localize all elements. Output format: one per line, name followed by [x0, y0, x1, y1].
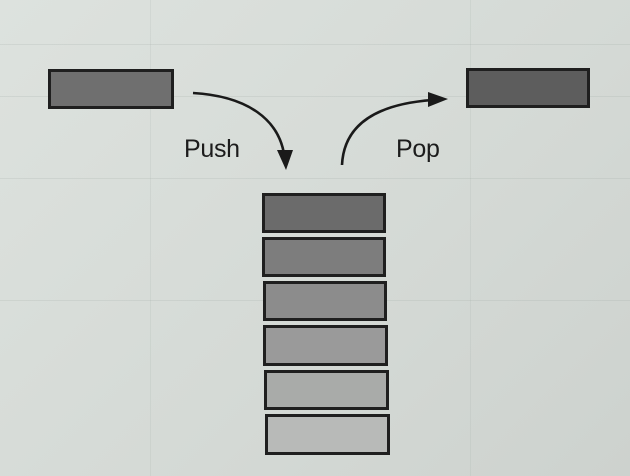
- push-label: Push: [184, 135, 240, 163]
- stack-item: [262, 237, 386, 277]
- stack-item: [265, 414, 390, 455]
- stack-item: [264, 370, 389, 410]
- pop-label: Pop: [396, 135, 440, 163]
- stack-item: [262, 193, 386, 233]
- background-grid-line: [0, 178, 630, 179]
- background-grid-line: [470, 0, 471, 476]
- pop-element: [466, 68, 590, 108]
- push-arrowhead: [277, 150, 293, 170]
- pop-arrowhead: [428, 92, 448, 107]
- stack-item: [263, 325, 388, 366]
- push-element: [48, 69, 174, 109]
- background-grid-line: [150, 0, 151, 476]
- background-grid-line: [0, 96, 630, 97]
- push-arrow: [192, 91, 287, 163]
- stack-item: [263, 281, 387, 321]
- pop-arrow: [340, 98, 433, 166]
- background-grid-line: [0, 44, 630, 45]
